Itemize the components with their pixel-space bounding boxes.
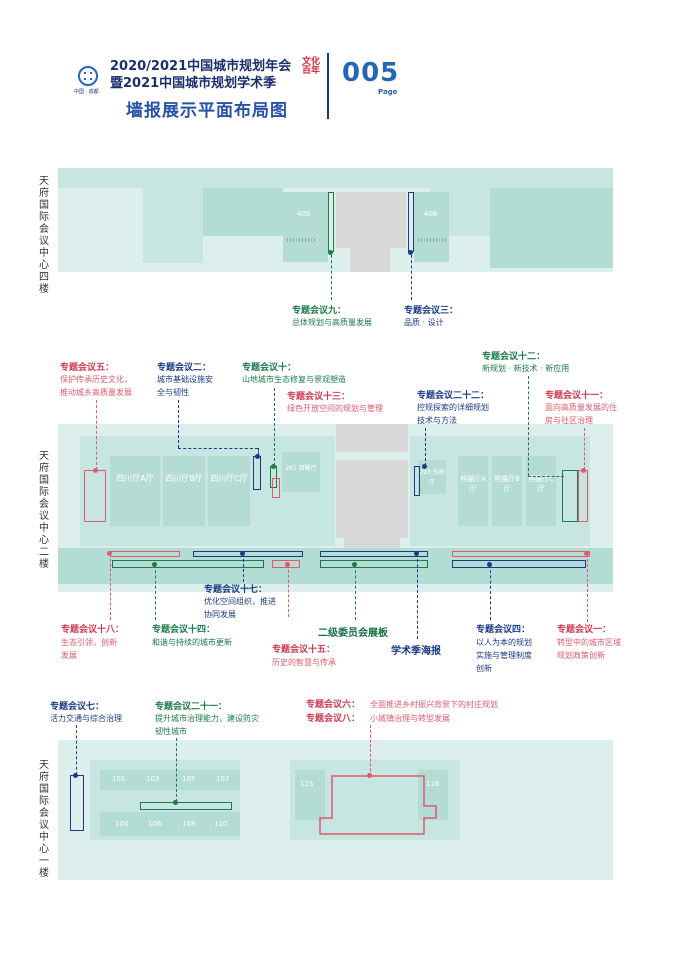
hall-d: 熊猫厅A厅 <box>458 456 488 526</box>
room-116: 116 <box>426 780 440 788</box>
callout-committee: 二级委员会展板 <box>318 628 388 639</box>
page-number: 005 <box>342 58 400 88</box>
room-103: 103 <box>146 775 160 783</box>
callout-c3-title: 专题会议三： <box>404 306 459 316</box>
room-406: 406 <box>297 210 311 218</box>
callout-c8-title: 专题会议八： <box>306 714 361 724</box>
callout-c10-title: 专题会议十： <box>242 363 297 373</box>
room-106: 106 <box>148 820 162 828</box>
page-title: 墙报展示平面布局图 <box>126 101 288 121</box>
board-c14 <box>112 560 264 568</box>
floor-label-2: 天府国际会议中心二楼 <box>39 451 49 570</box>
board-c12 <box>562 470 578 522</box>
room-105: 105 <box>182 775 196 783</box>
title-line-1: 2020/2021中国城市规划年会 <box>110 59 292 74</box>
room-104: 104 <box>115 820 129 828</box>
board-academic <box>320 551 428 557</box>
floor-label-4: 天府国际会议中心四楼 <box>39 176 49 295</box>
room-261: 261 西蜀厅 <box>282 452 320 492</box>
board-c13 <box>272 478 280 498</box>
callout-c4-title: 专题会议四： <box>476 625 531 635</box>
board-c9 <box>328 192 334 252</box>
board-c15 <box>272 560 300 568</box>
board-c11 <box>578 470 588 522</box>
board-c6-c8 <box>319 775 437 835</box>
room-108: 108 <box>182 820 196 828</box>
callout-c15-title: 专题会议十五： <box>272 645 336 655</box>
conference-logo-icon <box>78 66 98 86</box>
callout-c17-title: 专题会议十七： <box>204 585 268 595</box>
callout-c22-title: 专题会议二十二： <box>417 391 490 401</box>
callout-c18-title: 专题会议十八： <box>61 625 125 635</box>
hall-c: 四川厅C厅 <box>208 456 250 526</box>
board-c3 <box>408 192 414 252</box>
hall-b: 四川厅B厅 <box>163 456 205 526</box>
atrium-4f <box>336 192 406 248</box>
header-divider <box>327 53 329 119</box>
board-c22 <box>414 466 420 496</box>
callout-c6-title: 专题会议六： <box>306 700 361 710</box>
floor-label-1: 天府国际会议中心一楼 <box>39 760 49 879</box>
callout-c7-title: 专题会议七： <box>50 702 105 712</box>
page-word: Page <box>378 88 398 96</box>
room-115: 115 <box>300 780 314 788</box>
board-c2 <box>253 456 261 490</box>
board-c21 <box>140 802 232 810</box>
board-c18 <box>110 551 180 557</box>
callout-c2-title: 专题会议二： <box>157 363 212 373</box>
room-110: 110 <box>214 820 228 828</box>
board-c1 <box>452 551 590 557</box>
callout-academic: 学术季海报 <box>391 646 441 657</box>
callout-c14-title: 专题会议十四： <box>152 625 216 635</box>
callout-c5-title: 专题会议五： <box>60 363 115 373</box>
callout-c1-title: 专题会议一： <box>557 625 612 635</box>
room-107: 107 <box>216 775 230 783</box>
board-c7 <box>70 775 84 831</box>
callout-c21-title: 专题会议二十一： <box>155 702 228 712</box>
callout-c9-sub: 总体规划与高质量发展 <box>292 318 372 327</box>
title-line-2: 暨2021中国城市规划学术季 <box>110 76 277 91</box>
logo-caption: 中国 · 成都 <box>74 89 99 95</box>
callout-c11-title: 专题会议十一： <box>545 391 609 401</box>
room-101: 101 <box>112 775 126 783</box>
hall-a: 四川厅A厅 <box>110 456 160 526</box>
board-committee <box>320 560 428 568</box>
board-c5 <box>84 470 106 522</box>
atrium-2f <box>336 460 408 538</box>
hall-e: 熊猫厅B厅 <box>492 456 522 526</box>
callout-c9-title: 专题会议九： <box>292 306 347 316</box>
callout-c13-title: 专题会议十三： <box>287 392 351 402</box>
callout-c12-title: 专题会议十二： <box>482 352 546 362</box>
hall-f: 熊猫厅C厅 <box>526 456 556 526</box>
board-c4 <box>452 560 586 568</box>
board-c17 <box>193 551 303 557</box>
callout-c3-sub: 品质 · 设计 <box>404 318 444 327</box>
calligraphy-seal: 文化百年 <box>302 57 321 76</box>
room-408: 408 <box>424 210 438 218</box>
